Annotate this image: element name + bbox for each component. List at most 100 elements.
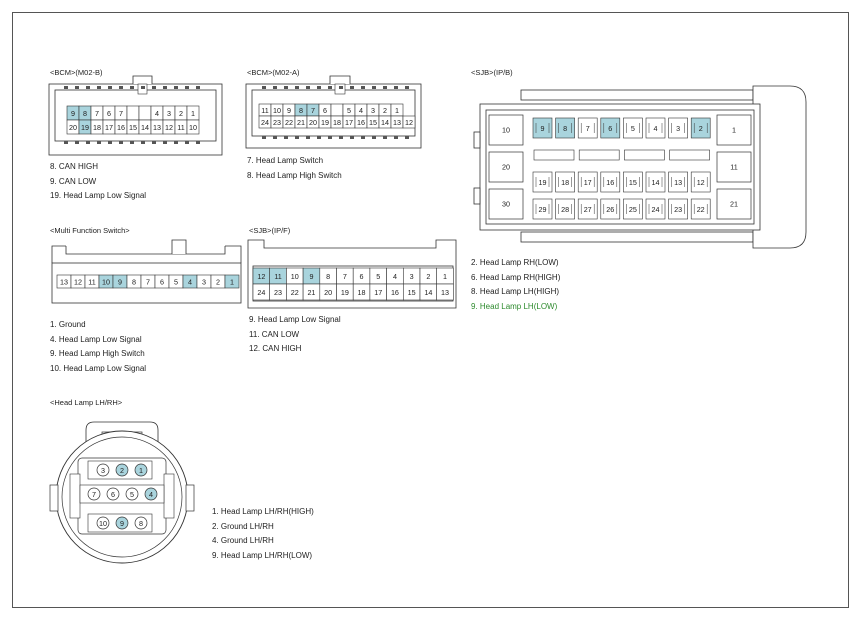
bcm-m02b-tooth xyxy=(130,86,134,89)
title-sjb-ipb: <SJB>(IP/B) xyxy=(471,68,513,77)
sjb-ipf-pin-label: 8 xyxy=(326,272,330,281)
sjb-ipb-pin-clip xyxy=(648,177,663,187)
bcm-m02b-pin-label: 7 xyxy=(119,109,123,118)
bcm-m02b-pin-label: 14 xyxy=(141,123,149,132)
sjb-ipb-top-rail xyxy=(520,89,754,101)
multi-function-switch-pin-label: 8 xyxy=(132,278,136,287)
bcm-m02a-pin-label: 16 xyxy=(357,118,365,127)
sjb-ipb-pin xyxy=(645,117,666,139)
bcm-m02a-tooth xyxy=(405,86,409,89)
bcm-m02a-tooth xyxy=(317,136,321,139)
bcm-m02b-tooth xyxy=(97,141,101,144)
multi-function-switch-pin-label: 11 xyxy=(88,278,95,287)
bcm-m02b-tooth xyxy=(108,141,112,144)
bcm-m02b-tooth xyxy=(86,86,90,89)
title-bcm-m02a: <BCM>(M02-A) xyxy=(247,68,300,77)
bcm-m02a-tooth xyxy=(372,86,376,89)
head-lamp-pin xyxy=(115,463,129,477)
sjb-ipf-pin-label: 7 xyxy=(343,272,347,281)
sjb-ipb-pin-clip xyxy=(648,123,663,133)
sjb-ipb-pin xyxy=(668,117,688,139)
multi-function-switch-pin-label: 5 xyxy=(174,278,178,287)
title-sjb-ipf: <SJB>(IP/F) xyxy=(249,226,291,235)
legend-multi-function-switch: 1. Ground 4. Head Lamp Low Signal 9. Hea… xyxy=(50,318,146,376)
head-lamp-guide xyxy=(163,473,175,519)
sjb-ipb-pin-clip xyxy=(693,204,708,214)
head-lamp-pin xyxy=(134,463,148,477)
head-lamp-pin-label: 2 xyxy=(120,466,124,475)
sjb-ipb-pin-clip xyxy=(626,123,640,133)
legend-item: 1. Ground xyxy=(50,320,86,329)
bcm-m02b-pin-label: 2 xyxy=(179,109,183,118)
bcm-m02b-pin-label: 1 xyxy=(191,109,195,118)
sjb-ipf-pin-label: 14 xyxy=(424,288,432,297)
sjb-ipb-pin-label: 16 xyxy=(606,178,614,187)
sjb-ipb-big-pin xyxy=(716,151,752,183)
head-lamp-pin-label: 6 xyxy=(111,490,115,499)
sjb-ipb-pin xyxy=(555,117,575,139)
head-lamp-pin xyxy=(96,463,110,477)
bcm-m02a-pin xyxy=(402,115,416,129)
sjb-ipb-side-cap xyxy=(752,85,807,249)
bcm-m02b-tooth xyxy=(163,86,167,89)
bcm-m02a-tooth xyxy=(262,86,266,89)
sjb-ipb-pin-label: 14 xyxy=(652,178,660,187)
legend-item: 9. Head Lamp High Switch xyxy=(50,349,145,358)
bcm-m02b-tooth xyxy=(130,141,134,144)
head-lamp-pin xyxy=(134,516,148,530)
sjb-ipb-pin xyxy=(600,198,621,220)
sjb-ipb-pin xyxy=(668,198,688,220)
sjb-ipb-pin xyxy=(577,171,598,193)
sjb-ipb-pin xyxy=(668,171,688,193)
bcm-m02a-tooth xyxy=(405,136,409,139)
sjb-ipb-peg xyxy=(473,187,481,205)
bcm-m02b-tooth xyxy=(97,86,101,89)
multi-function-switch-pin xyxy=(224,274,240,289)
bcm-m02b-tooth xyxy=(64,86,68,89)
bcm-m02a-tooth xyxy=(295,86,299,89)
multi-function-switch-pin-label: 1 xyxy=(230,278,234,287)
bcm-m02a-pin-label: 10 xyxy=(273,106,281,115)
bcm-m02b-tooth xyxy=(196,86,200,89)
head-lamp-pin-label: 4 xyxy=(149,490,153,499)
bcm-m02b-tooth xyxy=(86,141,90,144)
sjb-ipf-pin-label: 19 xyxy=(341,288,349,297)
bcm-m02b-tooth xyxy=(185,141,189,144)
sjb-ipb-big-pin xyxy=(716,114,752,146)
legend-item: 8. CAN HIGH xyxy=(50,162,99,171)
head-lamp-pin xyxy=(115,516,129,530)
sjb-ipf-pin-label: 22 xyxy=(291,288,299,297)
sjb-ipb-pin-label: 7 xyxy=(586,124,590,133)
sjb-ipb-pin-clip xyxy=(693,177,708,187)
bcm-m02a-pin-label: 1 xyxy=(395,106,399,115)
multi-function-switch-pin-label: 13 xyxy=(60,278,68,287)
sjb-ipb-big-pin xyxy=(488,114,524,146)
legend-item: 6. Head Lamp RH(HIGH) xyxy=(471,272,561,282)
sjb-ipf-pin-label: 24 xyxy=(257,288,265,297)
head-lamp-pin-label: 3 xyxy=(101,466,105,475)
sjb-ipb-pin xyxy=(600,171,621,193)
head-lamp-pin-label: 1 xyxy=(139,466,143,475)
legend-item: 9. Head Lamp LH/RH(LOW) xyxy=(212,550,313,560)
head-lamp-guide xyxy=(69,473,81,519)
bcm-m02b-pin-label: 17 xyxy=(105,123,113,132)
sjb-ipb-pin xyxy=(690,171,711,193)
bcm-m02b-pin xyxy=(126,105,140,121)
bcm-m02b-tooth xyxy=(75,86,79,89)
head-lamp-pin-label: 10 xyxy=(99,519,107,528)
sjb-ipf-pin-label: 23 xyxy=(274,288,282,297)
bcm-m02b-tooth xyxy=(75,141,79,144)
sjb-ipf-pin-label: 18 xyxy=(358,288,366,297)
sjb-ipb-pin-clip xyxy=(626,204,640,214)
sjb-ipb-big-pin xyxy=(488,188,524,220)
bcm-m02a-tooth xyxy=(394,136,398,139)
bcm-m02a-pin xyxy=(330,103,344,117)
sjb-ipb-big-pin-label: 10 xyxy=(502,126,510,135)
sjb-ipb-peg xyxy=(473,131,481,149)
sjb-ipb-pin-label: 24 xyxy=(652,205,660,214)
bcm-m02b-pin-label: 8 xyxy=(83,109,87,118)
title-multi-function-switch: <Multi Function Switch> xyxy=(50,226,130,235)
mfs-shroud xyxy=(51,245,66,263)
bcm-m02a-pin-label: 2 xyxy=(383,106,387,115)
sjb-ipb-pin-label: 26 xyxy=(606,205,614,214)
